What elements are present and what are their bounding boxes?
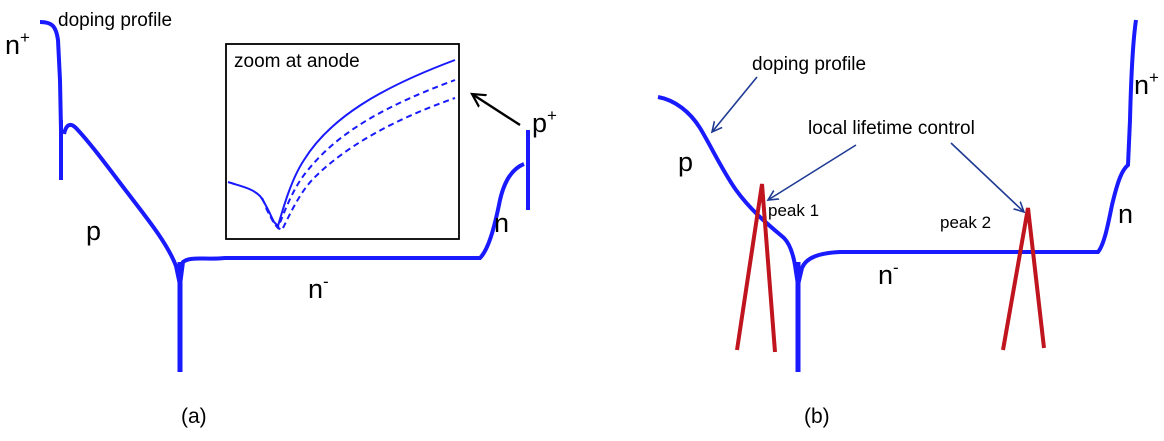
inset-title: zoom at anode xyxy=(234,51,360,72)
doping-curve-main xyxy=(62,122,525,286)
peak-1-label: peak 1 xyxy=(768,201,819,220)
inset-curve-solid xyxy=(227,59,456,228)
region-label-nminus-a: n- xyxy=(308,272,329,304)
zoom-inset: zoom at anode xyxy=(225,43,460,240)
lifetime-control-label: local lifetime control xyxy=(808,118,975,139)
inset-frame xyxy=(225,43,460,240)
doping-profile-label-b: doping profile xyxy=(752,54,866,75)
caption-b: (b) xyxy=(804,405,830,428)
peak-2-label: peak 2 xyxy=(940,213,991,232)
doping-profile-label-a: doping profile xyxy=(58,10,172,31)
inset-pointer-arrow xyxy=(472,94,521,127)
lifetime-arrow-peak2 xyxy=(950,142,1024,212)
region-label-n-a: n xyxy=(494,208,509,238)
caption-a: (a) xyxy=(181,405,207,428)
region-label-nminus-b: n- xyxy=(878,258,899,290)
doping-profile-arrow-b xyxy=(712,76,758,132)
panel-a: doping profile n+ p n- n p+ zoom at anod… xyxy=(5,10,557,428)
lifetime-arrow-peak1 xyxy=(768,144,857,200)
region-label-pplus-a: p+ xyxy=(532,106,557,138)
region-label-p-a: p xyxy=(86,216,101,246)
region-label-n-b: n xyxy=(1118,199,1133,229)
region-label-p-b: p xyxy=(678,147,693,177)
region-label-nplus-a: n+ xyxy=(5,28,30,60)
region-label-nplus-b: n+ xyxy=(1134,68,1159,100)
lifetime-peak-2 xyxy=(1001,207,1046,351)
lifetime-peak-1 xyxy=(735,183,777,353)
doping-curve-nplus-edge xyxy=(39,20,63,180)
doping-curve-b-main xyxy=(657,19,1138,286)
panel-b: doping profile local lifetime control pe… xyxy=(657,19,1159,428)
